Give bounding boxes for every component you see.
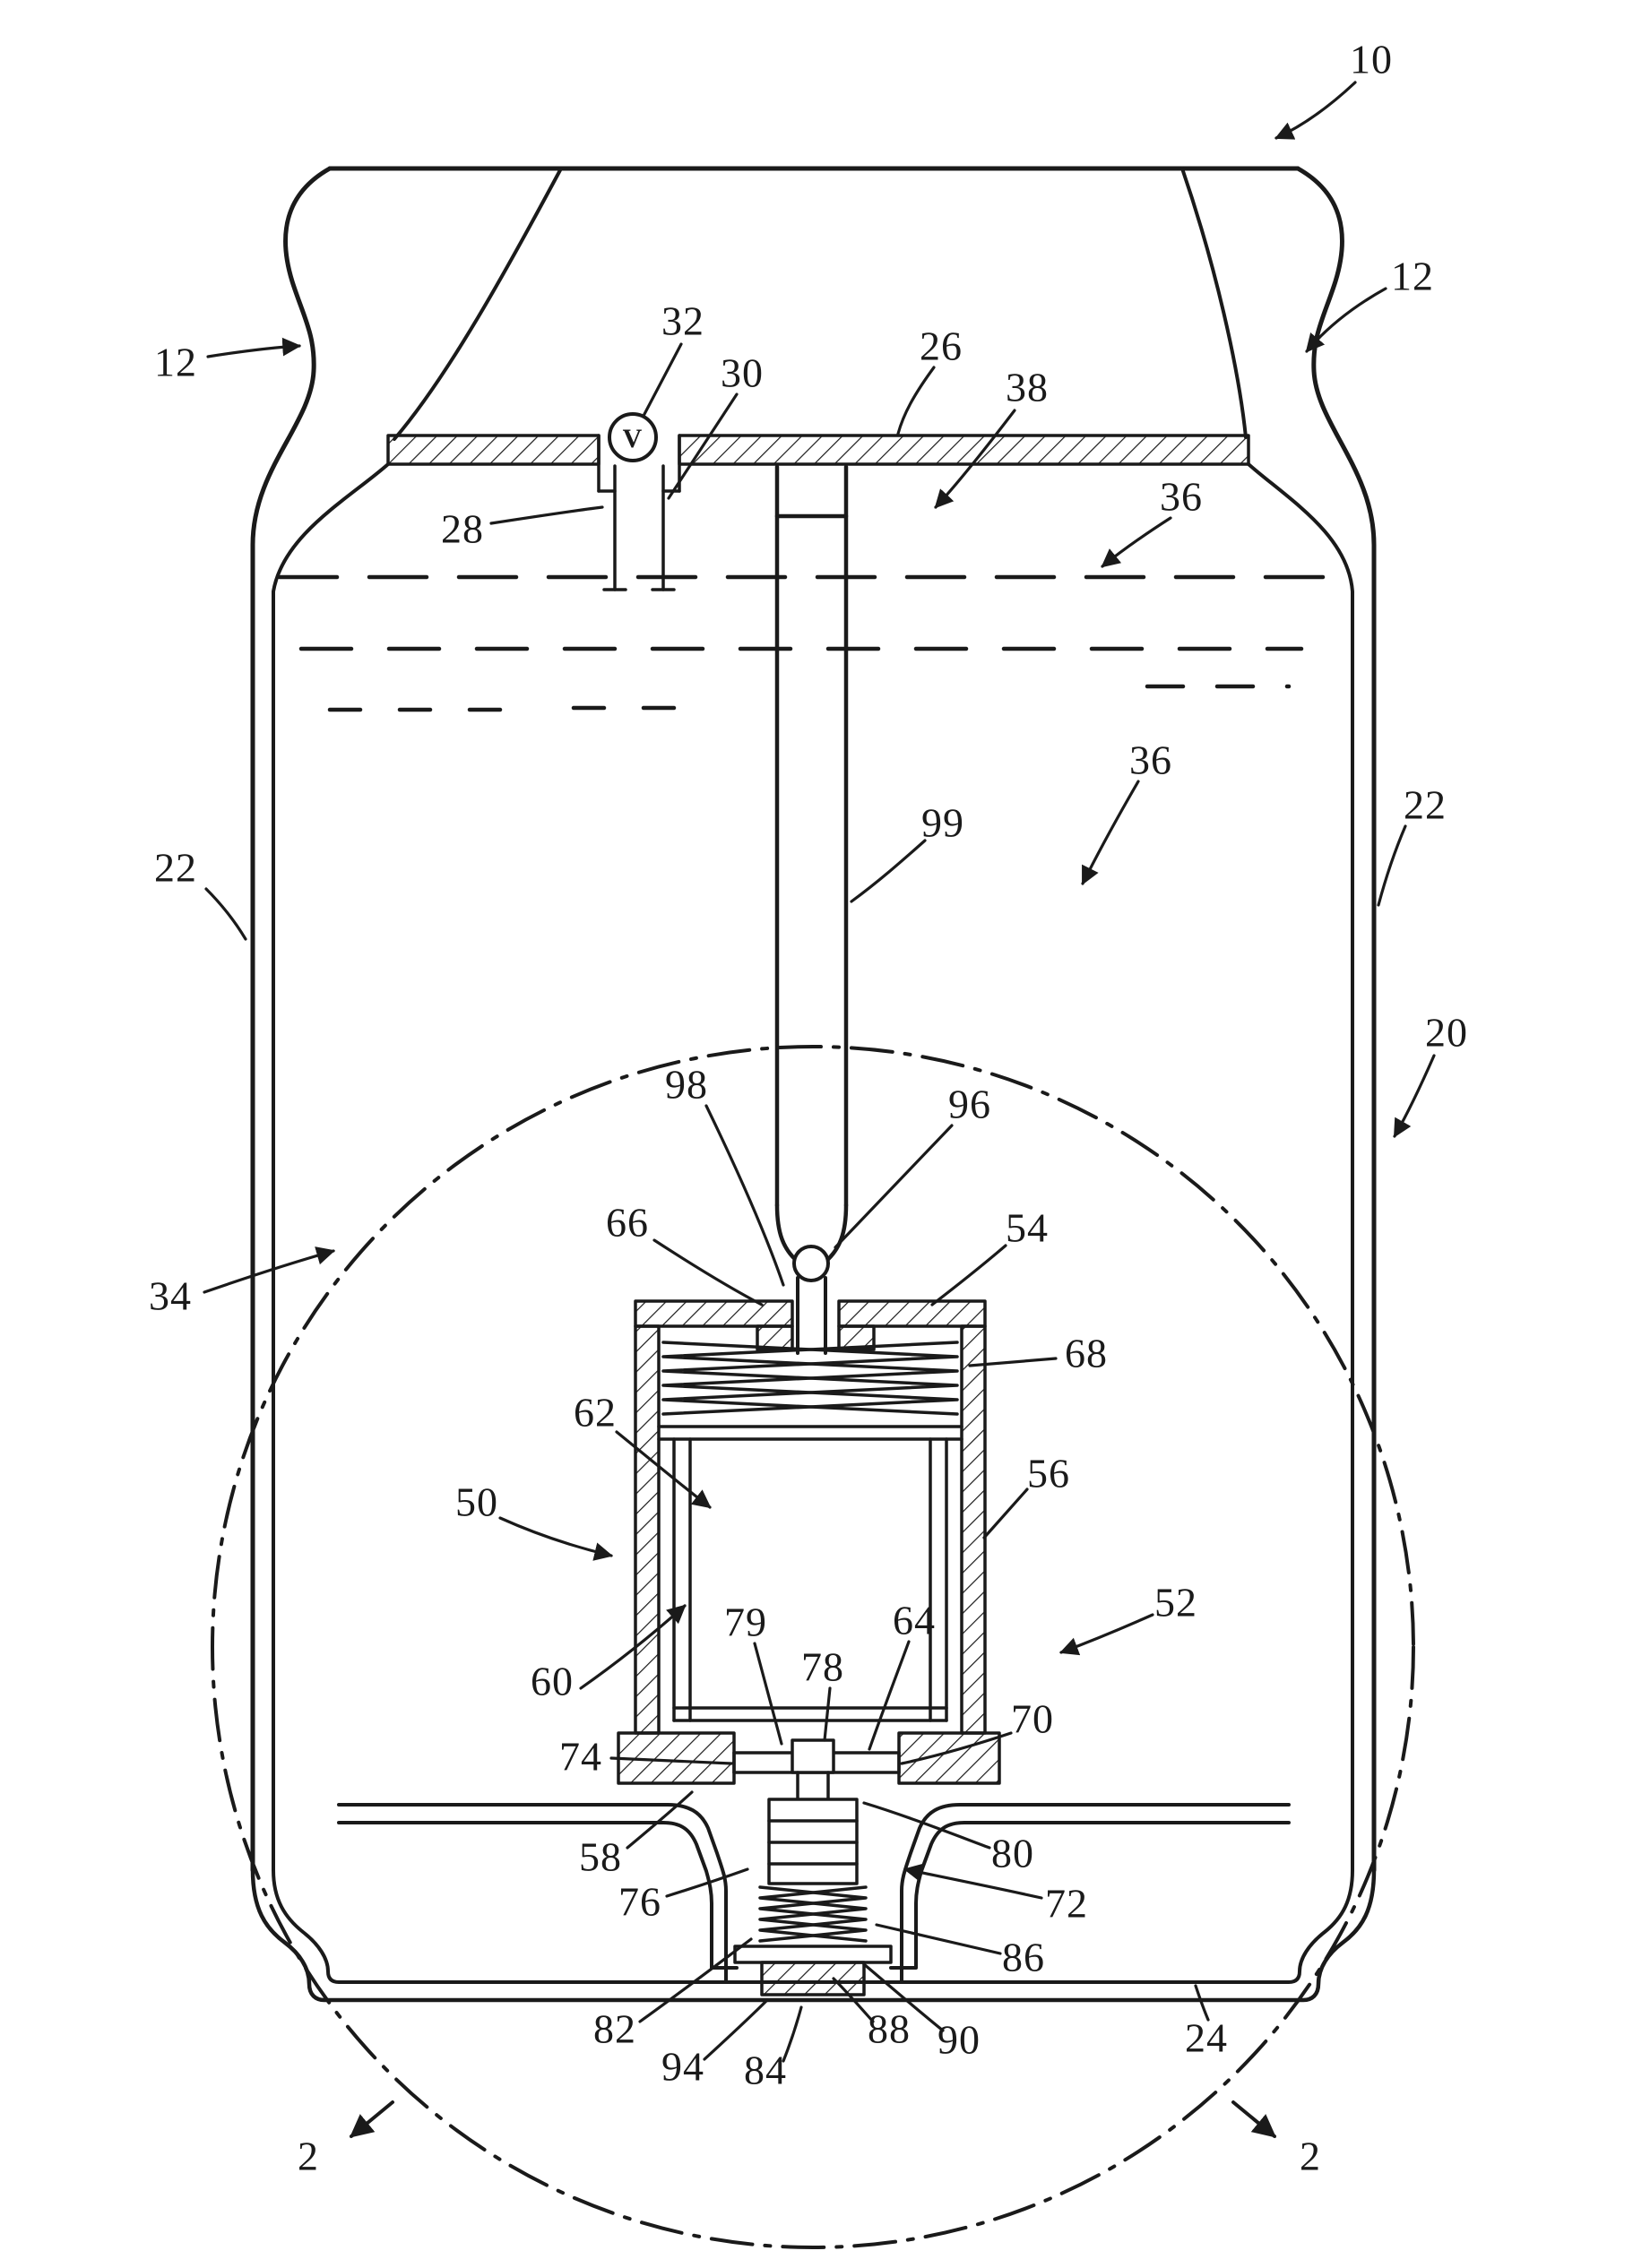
- fill-tube: [597, 434, 681, 591]
- upper-spring: [661, 1341, 959, 1416]
- detail-view-circle: [211, 1045, 1415, 2249]
- section-arrow-right: [1231, 2100, 1277, 2138]
- section-arrow-left: [349, 2100, 394, 2138]
- leader-lines: [203, 81, 1436, 2063]
- can-body-outline: [250, 166, 1377, 1873]
- fill-valve: [608, 412, 658, 462]
- lid-hatched-band: [386, 434, 1250, 466]
- lower-spring: [758, 1885, 868, 1943]
- liquid-level-dashes: [277, 574, 1352, 712]
- actuator-rod: [774, 464, 849, 1355]
- can-bottom: [250, 1803, 1377, 2003]
- ball-bearing: [792, 1245, 830, 1282]
- dispense-valve-assembly: [732, 1738, 901, 1996]
- piston: [657, 1425, 963, 1722]
- cylinder-assembly: [617, 1299, 1001, 1785]
